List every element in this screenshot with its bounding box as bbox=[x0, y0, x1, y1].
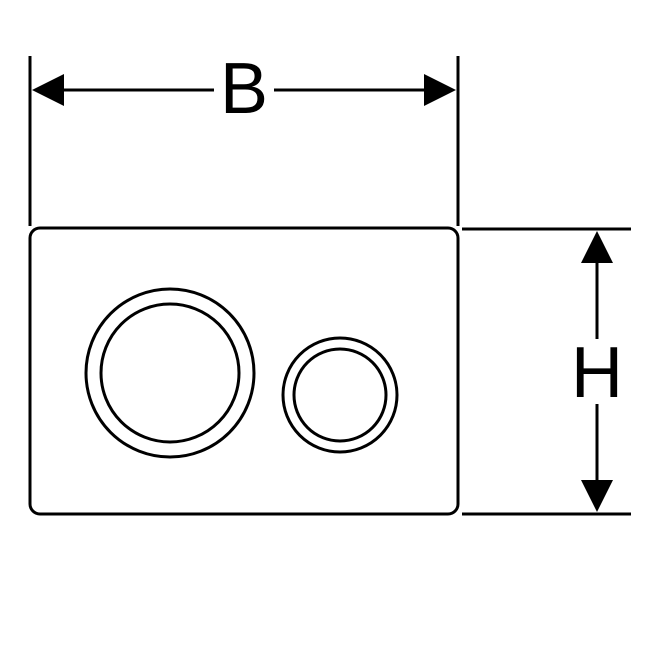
small-button-inner-ring bbox=[292, 347, 388, 443]
height-arrowhead-bottom-icon bbox=[581, 480, 613, 512]
width-arrowhead-left-icon bbox=[32, 74, 64, 106]
height-arrowhead-top-icon bbox=[581, 231, 613, 263]
height-dimension-label: H bbox=[571, 333, 623, 413]
small-button-outer-ring bbox=[281, 336, 399, 454]
large-button-outer-ring bbox=[84, 287, 256, 459]
width-arrowhead-right-icon bbox=[424, 74, 456, 106]
width-dimension-label: B bbox=[220, 49, 268, 129]
flush-plate-outline bbox=[28, 226, 460, 516]
height-dimension: H bbox=[462, 227, 631, 516]
width-dimension: B bbox=[28, 49, 460, 226]
large-button-inner-ring bbox=[99, 302, 241, 444]
flush-plate-drawing bbox=[28, 226, 460, 516]
